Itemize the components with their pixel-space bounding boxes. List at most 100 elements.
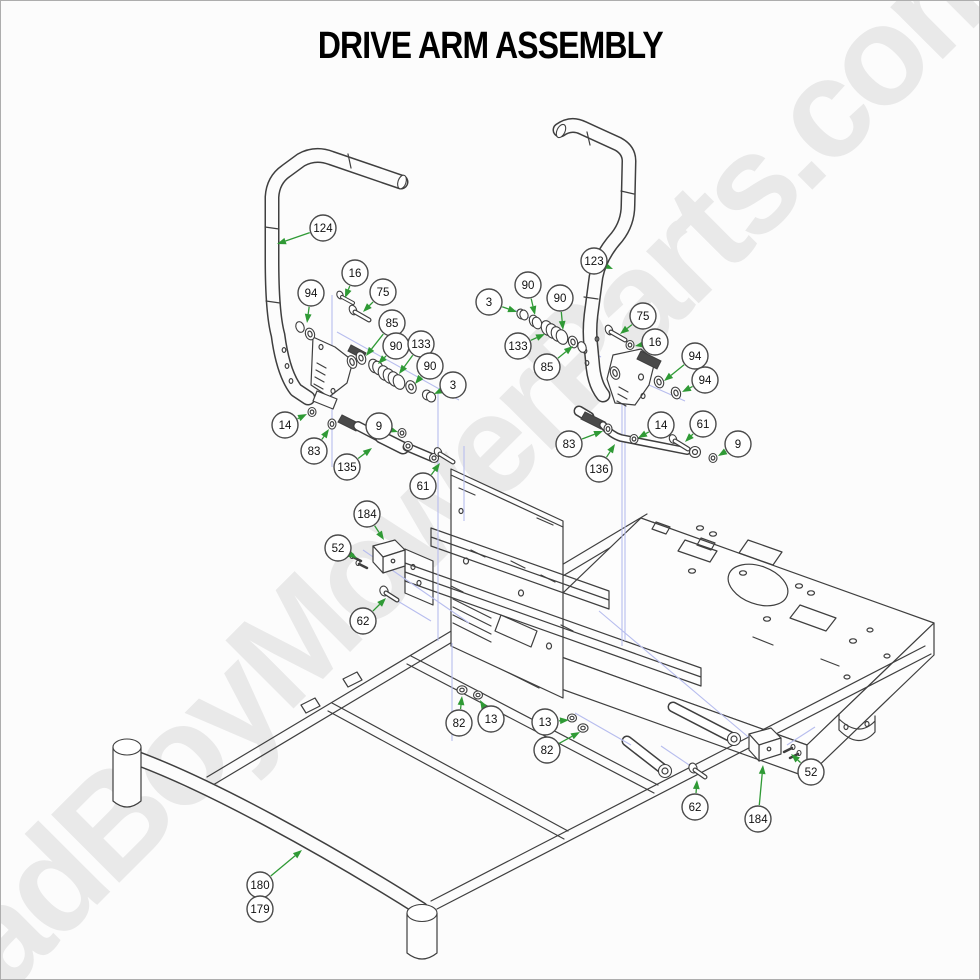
callout-arrowhead-icon bbox=[399, 364, 408, 374]
callout-balloon bbox=[546, 284, 574, 312]
callout-number: 75 bbox=[637, 311, 650, 323]
callout-number: 62 bbox=[357, 616, 370, 628]
callout-balloon bbox=[681, 342, 709, 370]
callout-number: 75 bbox=[377, 287, 390, 299]
callout-arrowhead-icon bbox=[758, 765, 766, 775]
callout-arrowhead-icon bbox=[366, 346, 375, 356]
callout-balloon bbox=[333, 453, 361, 481]
page-title: DRIVE ARM ASSEMBLY bbox=[317, 25, 664, 67]
callout-number: 180 bbox=[250, 880, 269, 892]
callout-number: 94 bbox=[305, 288, 318, 300]
callout-82: 82 bbox=[445, 696, 473, 737]
callout-arrow-line bbox=[372, 603, 381, 612]
callout-arrowhead-icon bbox=[535, 334, 545, 341]
callout-number: 90 bbox=[390, 341, 403, 353]
callout-arrow-line bbox=[670, 364, 685, 376]
callout-135: 135 bbox=[333, 448, 372, 481]
callout-number: 3 bbox=[486, 297, 492, 309]
callout-85: 85 bbox=[366, 309, 406, 356]
callout-arrow-line bbox=[368, 301, 374, 307]
callout-arrowhead-icon bbox=[292, 850, 302, 859]
callout-arrow-line bbox=[321, 436, 325, 440]
callout-number: 133 bbox=[411, 339, 430, 351]
callout-61: 61 bbox=[409, 463, 440, 500]
callout-balloon bbox=[514, 271, 542, 299]
callout-16: 16 bbox=[341, 259, 369, 298]
mount-hardware bbox=[349, 539, 802, 780]
callout-number: 52 bbox=[805, 767, 818, 779]
callout-number: 61 bbox=[417, 481, 430, 493]
callout-9: 9 bbox=[365, 412, 398, 440]
callout-arrowhead-icon bbox=[791, 754, 800, 763]
callout-arrowhead-icon bbox=[692, 780, 700, 790]
right-control-linkage bbox=[516, 308, 718, 464]
callout-balloon bbox=[744, 805, 772, 833]
callout-number: 124 bbox=[313, 223, 333, 235]
callout-arrow-line bbox=[374, 525, 380, 533]
callout-9: 9 bbox=[718, 430, 752, 458]
callout-arrowhead-icon bbox=[345, 288, 352, 298]
callout-arrow-line bbox=[285, 231, 310, 242]
callout-balloon bbox=[439, 371, 467, 399]
callout-balloon bbox=[349, 607, 377, 635]
callout-number: 136 bbox=[589, 464, 608, 476]
callout-number: 90 bbox=[424, 361, 437, 373]
callout-number: 52 bbox=[332, 543, 345, 555]
callout-90: 90 bbox=[514, 271, 542, 315]
callout-balloon bbox=[246, 895, 274, 923]
callout-number: 94 bbox=[699, 375, 712, 387]
callout-75: 75 bbox=[363, 278, 397, 312]
callout-balloon bbox=[271, 411, 299, 439]
callout-arrowhead-icon bbox=[304, 313, 312, 323]
callout-arrow-line bbox=[270, 855, 296, 877]
callout-balloon bbox=[445, 709, 473, 737]
callout-arrowhead-icon bbox=[457, 696, 465, 706]
callout-arrow-line bbox=[605, 451, 611, 458]
callout-number: 82 bbox=[453, 718, 466, 730]
callout-90: 90 bbox=[415, 352, 444, 384]
callout-balloon bbox=[475, 288, 503, 316]
callout-arrow-line bbox=[530, 298, 534, 307]
callout-arrow-line bbox=[581, 433, 595, 440]
callout-arrow-line bbox=[371, 333, 384, 350]
callout-balloon bbox=[353, 500, 381, 528]
callout-arrowhead-icon bbox=[321, 429, 329, 439]
callout-arrowhead-icon bbox=[363, 303, 372, 312]
callout-3: 3 bbox=[434, 371, 467, 399]
callout-number: 184 bbox=[748, 814, 768, 826]
callout-124: 124 bbox=[277, 214, 337, 245]
callout-arrow-line bbox=[626, 324, 633, 329]
left-drive-arm bbox=[264, 147, 409, 406]
callout-arrowhead-icon bbox=[638, 430, 648, 438]
callout-balloon bbox=[365, 412, 393, 440]
callout-balloon bbox=[341, 259, 369, 287]
callout-arrowhead-icon bbox=[507, 305, 517, 313]
callout-balloon bbox=[309, 214, 337, 242]
callout-arrow-line bbox=[690, 433, 694, 437]
callout-number: 16 bbox=[349, 268, 362, 280]
callout-arrowhead-icon bbox=[415, 374, 424, 384]
callout-balloon bbox=[477, 705, 505, 733]
callout-number: 135 bbox=[337, 462, 356, 474]
callout-number: 123 bbox=[584, 256, 603, 268]
callout-arrowhead-icon bbox=[685, 433, 694, 442]
callout-arrow-line bbox=[501, 306, 509, 310]
callout-75: 75 bbox=[620, 302, 657, 334]
callout-13: 13 bbox=[477, 700, 505, 733]
callout-balloon bbox=[531, 708, 559, 736]
callout-number: 94 bbox=[689, 351, 702, 363]
callout-arrowhead-icon bbox=[297, 414, 307, 422]
callout-number: 62 bbox=[689, 802, 702, 814]
callout-184: 184 bbox=[353, 500, 384, 540]
callout-61: 61 bbox=[685, 410, 717, 442]
callout-3: 3 bbox=[475, 288, 517, 316]
callout-balloon bbox=[297, 279, 325, 307]
callout-arrowhead-icon bbox=[529, 305, 537, 315]
callout-arrow-line bbox=[430, 469, 436, 476]
callout-balloon bbox=[797, 758, 825, 786]
callout-arrow-line bbox=[403, 354, 414, 368]
callout-balloon bbox=[409, 472, 437, 500]
callout-arrow-line bbox=[560, 311, 563, 322]
